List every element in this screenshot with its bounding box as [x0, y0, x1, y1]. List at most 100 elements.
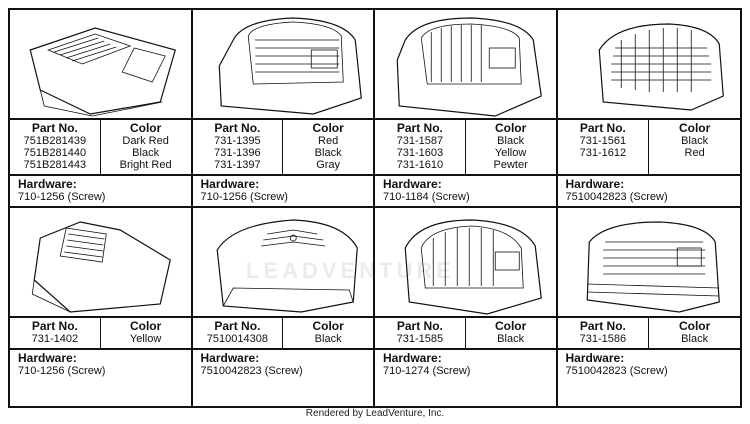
color-header: Color — [678, 121, 711, 135]
color-value: Red — [684, 147, 705, 159]
parts-grid: Part No. 751B281439 751B281440 751B28144… — [8, 8, 742, 408]
hardware-value: 710-1256 (Screw) — [18, 191, 106, 203]
color-value: Black — [497, 135, 525, 147]
color-value: Black — [314, 333, 342, 345]
shroud-illustration — [10, 10, 191, 118]
part-cell-1: Part No. 751B281439 751B281440 751B28144… — [10, 10, 193, 208]
part-number-column: Part No. 731-1402 — [10, 318, 100, 348]
shroud-illustration — [558, 10, 741, 118]
shroud-illustration — [193, 208, 374, 316]
color-value: Bright Red — [119, 159, 172, 171]
hardware-value: 7510042823 (Screw) — [565, 191, 668, 203]
part-number: 731-1610 — [396, 159, 444, 171]
part-number: 751B281443 — [23, 159, 87, 171]
part-number: 731-1397 — [214, 159, 261, 171]
part-cell-3: Part No. 731-1587 731-1603 731-1610 Colo… — [375, 10, 558, 208]
color-value: Pewter — [493, 159, 528, 171]
hardware-header: Hardware: — [565, 351, 625, 365]
part-number: 731-1395 — [214, 135, 261, 147]
part-cell-8: Part No. 731-1586 Color Black Hardware: … — [557, 208, 741, 406]
part-number: 7510014308 — [206, 333, 268, 345]
part-number: 731-1587 — [396, 135, 444, 147]
part-number-column: Part No. 731-1586 — [558, 318, 649, 348]
part-number: 731-1603 — [396, 147, 444, 159]
part-number-column: Part No. 731-1585 — [375, 318, 465, 348]
hardware-header: Hardware: — [18, 177, 77, 191]
color-value: Gray — [316, 159, 341, 171]
part-cell-6: Part No. 7510014308 Color Black Hardware… — [192, 208, 375, 406]
part-info: Part No. 731-1586 Color Black Hardware: … — [557, 316, 741, 406]
hardware-value: 710-1256 (Screw) — [18, 365, 106, 377]
part-no-header: Part No. — [396, 121, 443, 135]
color-column: Color Black Red — [648, 120, 740, 174]
part-cell-4: Part No. 731-1561 731-1612 Color Black R… — [557, 10, 741, 208]
hardware-section: Hardware: 7510042823 (Screw) — [193, 350, 374, 378]
part-no-header: Part No. — [31, 121, 78, 135]
color-value: Black — [681, 135, 709, 147]
color-value: Black — [681, 333, 709, 345]
color-column: Color Black — [464, 318, 556, 348]
color-header: Color — [312, 319, 344, 333]
color-column: Color Black Yellow Pewter — [464, 120, 556, 174]
part-no-header: Part No. — [214, 319, 261, 333]
shroud-illustration — [375, 208, 556, 316]
part-number-column: Part No. 731-1561 731-1612 — [558, 120, 649, 174]
color-value: Yellow — [494, 147, 527, 159]
part-info: Part No. 731-1561 731-1612 Color Black R… — [557, 118, 740, 206]
hardware-value: 7510042823 (Screw) — [565, 365, 668, 377]
shroud-illustration — [193, 10, 374, 118]
hardware-section: Hardware: 710-1256 (Screw) — [10, 176, 191, 204]
hardware-header: Hardware: — [565, 177, 625, 191]
hardware-header: Hardware: — [18, 351, 77, 365]
hardware-section: Hardware: 710-1256 (Screw) — [10, 350, 191, 378]
hardware-section: Hardware: 710-1274 (Screw) — [375, 350, 556, 378]
color-header: Color — [312, 121, 344, 135]
part-cell-5: Part No. 731-1402 Color Yellow Hardware:… — [10, 208, 193, 406]
color-column: Color Black — [282, 318, 373, 348]
color-column: Color Red Black Gray — [282, 120, 373, 174]
hardware-value: 7510042823 (Screw) — [200, 365, 303, 377]
part-cell-7: Part No. 731-1585 Color Black Hardware: … — [375, 208, 558, 406]
color-header: Color — [129, 319, 162, 333]
shroud-illustration — [558, 208, 741, 316]
color-header: Color — [494, 319, 527, 333]
color-header: Color — [494, 121, 527, 135]
part-no-header: Part No. — [31, 319, 78, 333]
hardware-section: Hardware: 710-1256 (Screw) — [193, 176, 374, 204]
part-info: Part No. 731-1402 Color Yellow Hardware:… — [10, 316, 191, 406]
part-no-header: Part No. — [396, 319, 443, 333]
hardware-header: Hardware: — [383, 351, 442, 365]
color-value: Black — [314, 147, 342, 159]
part-number-column: Part No. 7510014308 — [193, 318, 283, 348]
part-number: 731-1561 — [579, 135, 627, 147]
part-no-header: Part No. — [214, 121, 261, 135]
color-header: Color — [678, 319, 711, 333]
hardware-value: 710-1274 (Screw) — [383, 365, 471, 377]
hardware-header: Hardware: — [383, 177, 442, 191]
part-info: Part No. 751B281439 751B281440 751B28144… — [10, 118, 191, 206]
watermark: LEADVENTURE — [246, 258, 456, 283]
color-column: Color Yellow — [99, 318, 191, 348]
part-number: 731-1612 — [579, 147, 627, 159]
part-number: 731-1396 — [214, 147, 261, 159]
part-number-column: Part No. 751B281439 751B281440 751B28144… — [10, 120, 100, 174]
part-number: 731-1585 — [396, 333, 444, 345]
shroud-illustration — [375, 10, 556, 118]
color-header: Color — [129, 121, 162, 135]
hardware-header: Hardware: — [200, 351, 260, 365]
hardware-section: Hardware: 7510042823 (Screw) — [558, 350, 741, 378]
part-number: 751B281440 — [23, 147, 87, 159]
part-number: 751B281439 — [23, 135, 87, 147]
color-value: Black — [132, 147, 160, 159]
part-info: Part No. 731-1395 731-1396 731-1397 Colo… — [192, 118, 374, 206]
color-column: Color Dark Red Black Bright Red — [99, 120, 191, 174]
hardware-value: 710-1256 (Screw) — [200, 191, 288, 203]
hardware-section: Hardware: 710-1184 (Screw) — [375, 176, 556, 204]
part-no-header: Part No. — [579, 319, 626, 333]
part-number-column: Part No. 731-1587 731-1603 731-1610 — [375, 120, 465, 174]
color-value: Red — [318, 135, 339, 147]
color-column: Color Black — [648, 318, 740, 348]
part-info: Part No. 7510014308 Color Black Hardware… — [192, 316, 374, 406]
part-info: Part No. 731-1587 731-1603 731-1610 Colo… — [375, 118, 556, 206]
part-no-header: Part No. — [579, 121, 626, 135]
